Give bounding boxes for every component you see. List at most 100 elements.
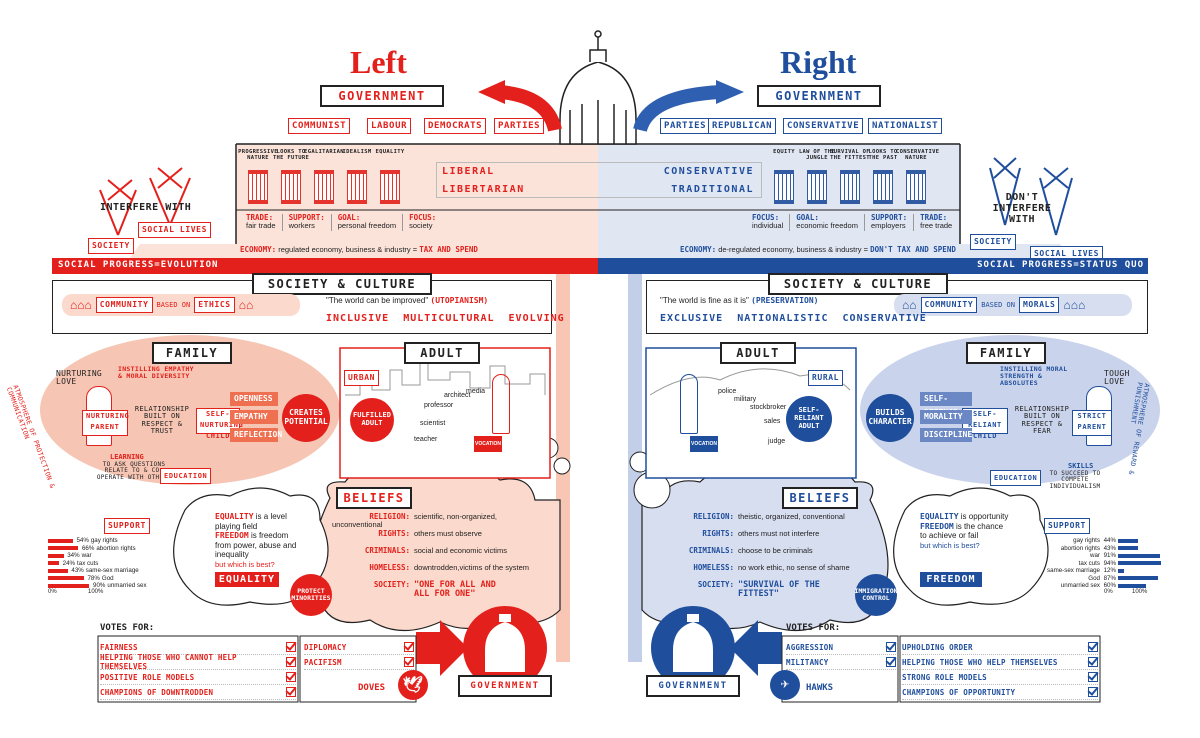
vote-row: HELPING THOSE WHO CANNOT HELP THEMSELVES — [100, 653, 296, 671]
support-row: 43%abortion rights — [1040, 545, 1161, 553]
government-bottom-left: GOVERNMENT — [448, 675, 562, 699]
support-row: 12%same-sex marriage — [1040, 567, 1161, 575]
pillar-label: EQUITY — [773, 149, 795, 155]
vote-row: AGGRESSION — [786, 640, 896, 655]
support-row: 54%gay rights — [48, 537, 147, 545]
axis-max-left: 100% — [88, 589, 104, 595]
conservative-label: CONSERVATIVE — [663, 166, 754, 177]
right-values: EXCLUSIVE NATIONALISTIC CONSERVATIVE — [660, 313, 927, 324]
votes-for-left: VOTES FOR: — [100, 623, 155, 633]
social-progress-bar-left — [52, 258, 598, 274]
job-professor: professor — [424, 402, 454, 409]
skills-label: SKILLS — [1068, 462, 1094, 470]
column-icon — [248, 170, 268, 204]
vote-row: STRONG ROLE MODELS — [902, 670, 1098, 685]
job-stockbroker: stockbroker — [750, 404, 787, 411]
vote-row: CHAMPIONS OF OPPORTUNITY — [902, 685, 1098, 700]
social-progress-bar-right — [598, 258, 1148, 274]
vote-row: FAIRNESS — [100, 640, 296, 655]
column-icon — [807, 170, 827, 204]
rural-tag: RURAL — [808, 370, 844, 386]
support-bar — [1118, 583, 1146, 588]
support-bar — [48, 576, 84, 581]
party-republican: REPUBLICAN — [708, 118, 777, 134]
equality-answer: EQUALITY — [215, 572, 279, 587]
column-icon — [281, 170, 301, 204]
adult-figure-icon — [680, 374, 698, 434]
beliefs-banner-left: BELIEFS — [326, 487, 422, 511]
left-equality: EQUALITY is a level playing field FREEDO… — [215, 512, 297, 569]
trait-empathy: EMPATHY — [230, 410, 278, 424]
checkbox-icon — [1088, 672, 1098, 682]
trait-reflection: REFLECTION — [230, 428, 282, 442]
fulfilled-adult: FULFILLED ADULT — [350, 398, 394, 442]
job-teacher: teacher — [414, 436, 438, 443]
attribute-item: FOCUS:individual — [752, 213, 784, 231]
support-row: 60%unmarried sex — [1040, 582, 1161, 590]
support-bar — [48, 568, 68, 573]
vote-row: UPHOLDING ORDER — [902, 640, 1098, 655]
vote-row: POSITIVE ROLE MODELS — [100, 670, 296, 685]
left-quote: "The world can be improved" (UTOPIANISM) — [326, 296, 489, 305]
vocation-case-right: VOCATION — [690, 436, 718, 452]
pillar-label: PROGRESSIVE NATURE — [238, 149, 278, 161]
nurturing-love: NURTURING LOVE — [56, 369, 103, 387]
nurturing-parent: NURTURING PARENT — [82, 410, 129, 436]
pillar-label: LOOKS TO THE PAST — [868, 149, 898, 161]
support-bar — [1118, 568, 1124, 573]
axis-min-left: 0% — [48, 589, 57, 595]
strict-parent: STRICT PARENT — [1072, 410, 1112, 436]
learning-label: LEARNING — [110, 453, 144, 461]
trait-discipline: DISCIPLINE — [920, 428, 972, 442]
learning-desc: TO ASK QUESTIONS RELATE TO & CO-OPERATE … — [96, 461, 172, 481]
checkbox-icon — [286, 672, 296, 682]
dont-interfere-with: DON'T INTERFERE WITH — [992, 192, 1052, 225]
party-labour: LABOUR — [367, 118, 412, 134]
social-progress-right: SOCIAL PROGRESS=STATUS QUO — [977, 260, 1144, 270]
right-quote: "The world is fine as it is" (PRESERVATI… — [660, 296, 819, 305]
adult-banner-right: ADULT — [710, 342, 806, 366]
houses-icon: ⌂⌂⌂ — [1063, 298, 1086, 312]
vote-row: HELPING THOSE WHO HELP THEMSELVES — [902, 655, 1098, 670]
support-bar — [48, 583, 90, 588]
support-bar — [1118, 576, 1159, 581]
trait-openness: OPENNESS — [230, 392, 278, 406]
support-row: 90%unmarried sex — [48, 582, 147, 590]
job-police: police — [718, 388, 737, 395]
houses-icon: ⌂⌂ — [902, 298, 917, 312]
education-tag-left: EDUCATION — [160, 468, 212, 484]
checkbox-icon — [1088, 642, 1098, 652]
social-progress-left: SOCIAL PROGRESS=EVOLUTION — [58, 260, 219, 270]
job-sales: sales — [764, 418, 781, 425]
right-equality: EQUALITY is opportunity FREEDOM is the c… — [920, 512, 1009, 550]
adult-figure-icon — [492, 374, 510, 434]
urban-tag: URBAN — [344, 370, 380, 386]
checkbox-icon — [886, 657, 896, 667]
society-culture-banner-right: SOCIETY & CULTURE — [758, 273, 958, 297]
creates-potential: CREATES POTENTIAL — [282, 394, 330, 442]
self-reliant-adult: SELF-RELIANT ADULT — [786, 396, 832, 442]
left-values: INCLUSIVE MULTICULTURAL EVOLVING — [326, 313, 565, 324]
pillar-label: LAW OF THE JUNGLE — [798, 149, 836, 161]
family-banner-right: FAMILY — [956, 342, 1056, 366]
attribute-item: GOAL:personal freedom — [330, 213, 402, 231]
support-tag-right: SUPPORT — [1044, 518, 1090, 534]
party-parties-right: PARTIES — [660, 118, 711, 134]
attribute-item: TRADE:free trade — [913, 213, 958, 231]
skills-desc: TO SUCCEED TO COMPETE INDIVIDUALISM — [1049, 470, 1101, 490]
hawk-icon: ✈ — [770, 670, 800, 700]
society-tag-left: SOCIETY — [88, 238, 134, 254]
doves-label: DOVES — [358, 683, 386, 693]
checkbox-icon — [1088, 687, 1098, 697]
column-icon — [840, 170, 860, 204]
belief-row: SOCIETY:"ONE FOR ALL AND ALL FOR ONE" — [373, 580, 496, 600]
job-media: media — [466, 388, 486, 395]
checkbox-icon — [1088, 657, 1098, 667]
interfere-with: INTERFERE WITH — [100, 202, 192, 213]
